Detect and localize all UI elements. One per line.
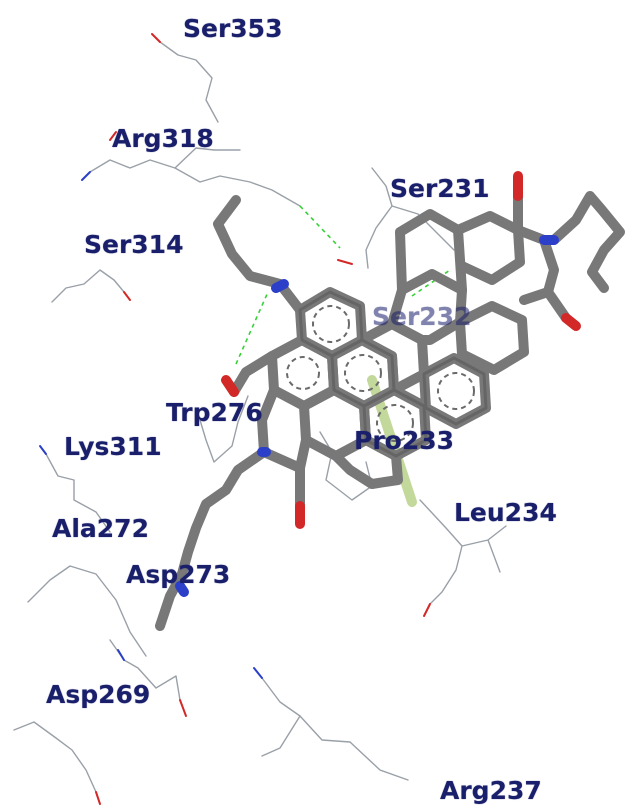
aromatic-circle-e xyxy=(286,356,320,390)
label-ser231: Ser231 xyxy=(390,174,490,203)
label-arg237: Arg237 xyxy=(440,776,542,805)
oxygen-tip xyxy=(179,699,187,717)
aromatic-circle-b xyxy=(344,354,382,392)
ligand-shading xyxy=(298,290,488,458)
ligand-nitrogen xyxy=(271,279,289,293)
label-trp276: Trp276 xyxy=(166,398,263,427)
hbond-arg318 xyxy=(299,205,341,249)
ligand-ring-e-edge xyxy=(362,388,428,458)
aromatic-circle-d xyxy=(437,372,475,410)
label-ser353: Ser353 xyxy=(183,14,283,43)
label-asp273: Asp273 xyxy=(126,560,231,589)
oxygen-tip xyxy=(337,259,353,265)
nitrogen-tip xyxy=(253,667,263,679)
residue-arg237-sticks xyxy=(261,677,409,781)
residue-ser231-sticks xyxy=(365,167,393,269)
aromatic-rings xyxy=(286,305,475,442)
label-leu234: Leu234 xyxy=(454,498,557,527)
residue-arg237-branch xyxy=(261,715,301,757)
ligand-chain-bottom xyxy=(155,447,269,631)
ligand-ring-l xyxy=(455,301,529,375)
ligand-ring-h xyxy=(387,269,467,345)
label-ala272: Ala272 xyxy=(52,514,149,543)
residue-arg318-branch xyxy=(174,147,241,169)
ligand-ring-i xyxy=(395,209,467,295)
hbond-trp276 xyxy=(235,291,269,365)
ligand-chain-top xyxy=(213,195,305,315)
label-ser314: Ser314 xyxy=(84,230,184,259)
ligand-imide-right xyxy=(513,191,571,323)
ligand-oxygen xyxy=(561,313,581,331)
ligand-ring-k-edge xyxy=(422,356,488,426)
hydrogen-bonds xyxy=(235,205,451,365)
oxygen-tip xyxy=(95,791,101,805)
residue-wireframes xyxy=(13,41,507,793)
nitrogen-tip xyxy=(39,445,47,455)
residue-ser314-sticks xyxy=(51,269,125,303)
oxygen-tip xyxy=(123,291,131,301)
label-arg318: Arg318 xyxy=(112,124,214,153)
ligand-ring-j xyxy=(453,211,525,285)
aromatic-circle-a xyxy=(312,305,350,343)
residue-asp269-sticks xyxy=(13,721,97,793)
residue-heteroatoms xyxy=(39,33,431,805)
ligand-chain-right xyxy=(549,191,625,293)
residue-ser231-branch xyxy=(391,205,455,251)
oxygen-tip xyxy=(151,33,161,43)
oxygen-tip xyxy=(423,603,431,617)
ligand-oxygen xyxy=(221,375,239,397)
residue-ala272-sticks xyxy=(27,565,147,657)
nitrogen-tip xyxy=(117,649,125,661)
residue-leu234-branch xyxy=(461,525,507,573)
label-lys311: Lys311 xyxy=(64,432,162,461)
oxygen-tip xyxy=(109,131,117,141)
label-pro233: Pro233 xyxy=(354,426,455,455)
ligand-heteroatoms xyxy=(175,171,581,597)
residue-trp276-sticks xyxy=(199,395,249,463)
residue-leu234-sticks xyxy=(419,499,463,605)
label-ser232: Ser232 xyxy=(372,302,472,331)
aromatic-circle-c xyxy=(376,404,414,442)
nitrogen-tip xyxy=(81,171,91,181)
ligand-nitrogen xyxy=(175,581,189,597)
residue-ser353-sticks xyxy=(159,41,219,123)
label-asp269: Asp269 xyxy=(46,680,151,709)
residue-lys311-sticks xyxy=(45,453,111,533)
residue-arg318-sticks xyxy=(89,159,301,207)
